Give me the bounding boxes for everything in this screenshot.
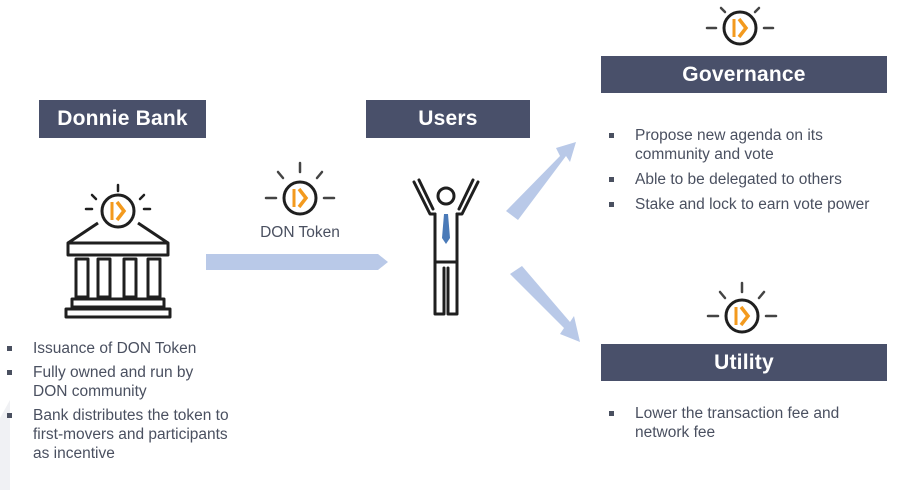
don-token-icon — [706, 281, 778, 334]
bank-building-icon — [64, 183, 172, 319]
utility-header: Utility — [601, 344, 887, 381]
don-token-icon — [705, 6, 775, 46]
list-item: Propose new agenda on its community and … — [608, 126, 865, 164]
users-title: Users — [418, 107, 478, 130]
donnie-bank-header: Donnie Bank — [39, 100, 206, 138]
arrow-to-users — [206, 254, 388, 270]
list-item: Issuance of DON Token — [6, 339, 256, 358]
list-item: Fully owned and run by DON community — [6, 363, 218, 401]
don-token-label: DON Token — [260, 224, 340, 241]
decorative-corner — [0, 400, 10, 490]
governance-title: Governance — [682, 62, 806, 86]
list-item: Able to be delegated to others — [608, 170, 908, 189]
donnie-bank-bullets: Issuance of DON Token Fully owned and ru… — [6, 339, 256, 468]
arrow-to-governance — [506, 142, 576, 220]
list-item: Stake and lock to earn vote power — [608, 195, 908, 214]
utility-bullets: Lower the transaction fee and network fe… — [608, 404, 908, 448]
governance-bullets: Propose new agenda on its community and … — [608, 126, 908, 220]
don-token-icon — [264, 161, 336, 216]
utility-title: Utility — [714, 350, 774, 374]
donnie-bank-title: Donnie Bank — [57, 107, 188, 130]
arrow-to-utility — [510, 266, 580, 342]
users-header: Users — [366, 100, 530, 138]
person-raising-arms-icon — [412, 178, 480, 316]
list-item: Lower the transaction fee and network fe… — [608, 404, 875, 442]
list-item: Bank distributes the token to first-move… — [6, 406, 243, 463]
governance-header: Governance — [601, 56, 887, 93]
